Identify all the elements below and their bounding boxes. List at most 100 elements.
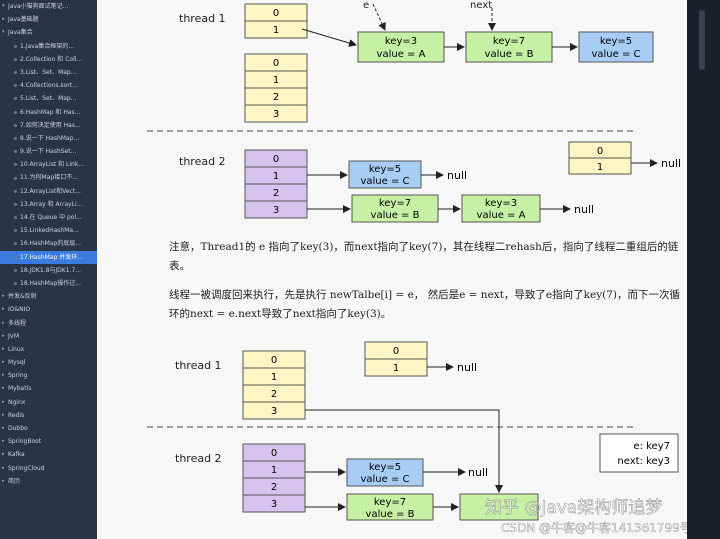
sidebar-item[interactable]: ▸Mybatis bbox=[0, 382, 97, 395]
sidebar-item[interactable]: 18.HashMap操作过... bbox=[0, 277, 97, 290]
sidebar-item-label: 5.List、Set、Map... bbox=[20, 95, 77, 103]
sidebar-item[interactable]: 1.Java集合框架的... bbox=[0, 40, 97, 53]
chevron-right-icon[interactable]: ▸ bbox=[2, 438, 5, 445]
sidebar-item[interactable]: 9.说一下 HashSet... bbox=[0, 145, 97, 158]
bullet-icon bbox=[14, 123, 17, 127]
sidebar-item[interactable]: 13.Array 和 ArrayLi... bbox=[0, 198, 97, 211]
bullet-icon bbox=[14, 110, 17, 114]
chevron-right-icon[interactable]: ▸ bbox=[2, 411, 5, 418]
sidebar-item-label: 并发&反射 bbox=[8, 293, 37, 301]
node-key7-b bbox=[465, 31, 553, 63]
node-key3-a bbox=[459, 493, 539, 521]
sidebar-item[interactable]: ▸Java基础题 bbox=[0, 13, 97, 26]
e-pointer-label: e bbox=[363, 0, 369, 11]
bullet-icon bbox=[14, 242, 17, 246]
chevron-right-icon[interactable]: ▸ bbox=[2, 319, 5, 326]
chevron-right-icon[interactable]: ▸ bbox=[2, 425, 5, 431]
sidebar-item[interactable]: ▾Java小猫狗面试笔记... bbox=[0, 0, 97, 13]
sidebar-item[interactable]: 10.ArrayList 和 Link... bbox=[0, 158, 97, 171]
chevron-right-icon[interactable]: ▸ bbox=[2, 332, 5, 339]
bullet-icon bbox=[14, 44, 17, 48]
chevron-right-icon[interactable]: ▸ bbox=[2, 477, 5, 484]
chevron-right-icon[interactable]: ▸ bbox=[2, 306, 5, 313]
sidebar-item-label: 6.HashMap 和 Has... bbox=[20, 108, 81, 116]
article-content: thread 1 0 1 0 1 2 3 e next key=3 value … bbox=[97, 0, 687, 539]
cell-label: 3 bbox=[271, 406, 277, 417]
sidebar-item[interactable]: 12.ArrayList和Vect... bbox=[0, 185, 97, 198]
sidebar-item[interactable]: ▸SpringBoot bbox=[0, 435, 97, 448]
watermark-zhihu: 知乎 @Java架构师追梦 bbox=[485, 498, 662, 518]
sidebar-item[interactable]: ▸简历 bbox=[0, 475, 97, 488]
node-key3-a bbox=[357, 31, 445, 63]
sidebar-item[interactable]: ▾Java集合 bbox=[0, 26, 97, 39]
chevron-right-icon[interactable]: ▸ bbox=[2, 385, 5, 392]
sidebar-item-label: 3.List、Set、Map... bbox=[20, 68, 77, 76]
scrollbar-thumb[interactable] bbox=[699, 10, 705, 70]
sidebar-item[interactable]: 16.HashMap的底层... bbox=[0, 237, 97, 250]
chevron-right-icon[interactable]: ▸ bbox=[2, 293, 5, 300]
cell-label: 1 bbox=[273, 75, 279, 86]
thread2-label: thread 2 bbox=[175, 452, 222, 465]
node-value: value = B bbox=[485, 49, 534, 60]
node-key7-b bbox=[346, 493, 434, 521]
sidebar-item-label: 4.Collections.sort... bbox=[20, 82, 78, 90]
sidebar-item[interactable]: ▸IO&NIO bbox=[0, 303, 97, 316]
node-key: key=7 bbox=[493, 36, 525, 47]
sidebar-item[interactable]: ▸Redis bbox=[0, 409, 97, 422]
sidebar-item[interactable]: ▸并发&反射 bbox=[0, 290, 97, 303]
sidebar-item[interactable]: ▸JVM bbox=[0, 330, 97, 343]
chevron-down-icon[interactable]: ▾ bbox=[2, 29, 5, 36]
scrollbar[interactable] bbox=[687, 0, 720, 539]
sidebar-item[interactable]: 4.Collections.sort... bbox=[0, 79, 97, 92]
node-value: value = B bbox=[371, 210, 420, 221]
thread2-label: thread 2 bbox=[179, 155, 226, 168]
cell-label: 3 bbox=[273, 205, 279, 216]
thread2-new-table bbox=[242, 443, 306, 513]
sidebar-item[interactable]: ▸Dubbo bbox=[0, 422, 97, 435]
chevron-right-icon[interactable]: ▸ bbox=[2, 451, 5, 458]
node-key: key=7 bbox=[374, 497, 406, 508]
node-key: key=3 bbox=[485, 198, 517, 209]
sidebar-item[interactable]: ▸Spring bbox=[0, 369, 97, 382]
sidebar-item[interactable]: ▸SpringCloud bbox=[0, 462, 97, 475]
sidebar-item[interactable]: ▸Kafka bbox=[0, 448, 97, 461]
chevron-right-icon[interactable]: ▸ bbox=[2, 345, 5, 352]
thread1-old-table bbox=[244, 3, 308, 39]
cell-label: 0 bbox=[597, 146, 603, 157]
chevron-right-icon[interactable]: ▸ bbox=[2, 359, 5, 366]
node-key: key=5 bbox=[369, 164, 401, 175]
cell-label: 2 bbox=[271, 482, 277, 493]
sidebar-item[interactable]: ▸Mysql bbox=[0, 356, 97, 369]
sidebar-item[interactable]: 5.List、Set、Map... bbox=[0, 92, 97, 105]
sidebar-item[interactable]: ▸Nginx bbox=[0, 396, 97, 409]
bullet-icon bbox=[14, 150, 17, 154]
chevron-right-icon[interactable]: ▸ bbox=[2, 16, 5, 23]
chevron-right-icon[interactable]: ▸ bbox=[2, 464, 5, 471]
legend-e: e: key7 bbox=[633, 441, 670, 452]
node-value: value = B bbox=[366, 509, 415, 520]
cell-label: 1 bbox=[393, 363, 399, 374]
sidebar-item[interactable]: 15.LinkedHashMa... bbox=[0, 224, 97, 237]
sidebar-item[interactable]: ▸Linux bbox=[0, 343, 97, 356]
chevron-right-icon[interactable]: ▸ bbox=[2, 398, 5, 405]
null-label: null bbox=[457, 361, 477, 374]
sidebar-item-label: 17.HashMap 并发环... bbox=[20, 253, 83, 261]
chevron-down-icon[interactable]: ▾ bbox=[2, 3, 5, 9]
cell-label: 1 bbox=[271, 465, 277, 476]
sidebar-item-label: 2.Collection 和 Coll... bbox=[20, 55, 83, 63]
cell-label: 2 bbox=[273, 92, 279, 103]
sidebar-item[interactable]: 18.JDK1.8与JDK1.7... bbox=[0, 264, 97, 277]
chevron-right-icon[interactable]: ▸ bbox=[2, 372, 5, 379]
sidebar-item[interactable]: ▸多线程 bbox=[0, 317, 97, 330]
sidebar-item[interactable]: 11.为何Map接口不... bbox=[0, 171, 97, 184]
sidebar-item[interactable]: 6.HashMap 和 Has... bbox=[0, 106, 97, 119]
sidebar-item[interactable]: 3.List、Set、Map... bbox=[0, 66, 97, 79]
sidebar-item[interactable]: 7.如何决定使用 Has... bbox=[0, 119, 97, 132]
sidebar-item[interactable]: 8.说一下 HashMap... bbox=[0, 132, 97, 145]
sidebar-item[interactable]: 14.在 Queue 中 pol... bbox=[0, 211, 97, 224]
sidebar-item[interactable]: 2.Collection 和 Coll... bbox=[0, 53, 97, 66]
cell-label: 0 bbox=[271, 448, 277, 459]
bullet-icon bbox=[14, 84, 17, 88]
sidebar-item[interactable]: 17.HashMap 并发环... bbox=[0, 250, 97, 264]
